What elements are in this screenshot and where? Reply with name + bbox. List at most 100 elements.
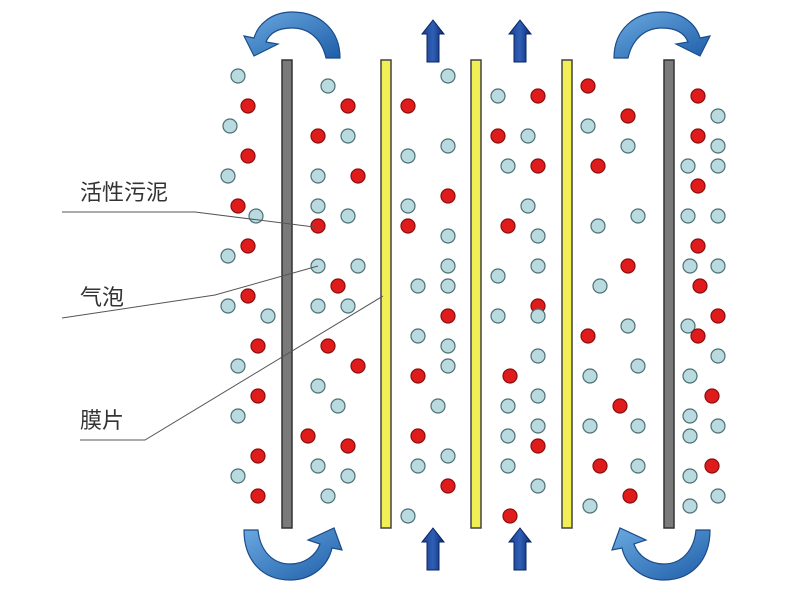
air-bubble bbox=[630, 208, 646, 224]
air-bubble bbox=[530, 388, 546, 404]
membrane-sheet-1 bbox=[380, 59, 392, 529]
sludge-particle bbox=[690, 88, 706, 104]
air-bubble bbox=[400, 508, 416, 524]
air-bubble bbox=[620, 318, 636, 334]
air-bubble bbox=[680, 208, 696, 224]
air-bubble bbox=[410, 278, 426, 294]
sludge-particle bbox=[230, 198, 246, 214]
air-bubble bbox=[682, 468, 698, 484]
air-bubble bbox=[530, 228, 546, 244]
sludge-particle bbox=[410, 368, 426, 384]
sludge-particle bbox=[690, 328, 706, 344]
air-bubble bbox=[530, 418, 546, 434]
arrow-up-icon bbox=[507, 527, 533, 571]
leader-line-sludge bbox=[62, 211, 323, 229]
air-bubble bbox=[682, 498, 698, 514]
sludge-particle bbox=[710, 308, 726, 324]
air-bubble bbox=[630, 358, 646, 374]
label-membrane-sheet: 膜片 bbox=[80, 409, 124, 434]
membrane-sheet-3 bbox=[561, 59, 573, 529]
air-bubble bbox=[530, 348, 546, 364]
leader-line-membrane bbox=[80, 295, 384, 441]
air-bubble bbox=[630, 418, 646, 434]
sludge-particle bbox=[350, 358, 366, 374]
air-bubble bbox=[500, 398, 516, 414]
air-bubble bbox=[440, 338, 456, 354]
air-bubble bbox=[340, 298, 356, 314]
air-bubble bbox=[710, 258, 726, 274]
sludge-particle bbox=[340, 438, 356, 454]
sludge-particle bbox=[580, 328, 596, 344]
air-bubble bbox=[520, 128, 536, 144]
air-bubble bbox=[582, 418, 598, 434]
air-bubble bbox=[682, 428, 698, 444]
sludge-particle bbox=[250, 448, 266, 464]
circular-arrow-icon bbox=[243, 527, 343, 581]
air-bubble bbox=[320, 78, 336, 94]
air-bubble bbox=[310, 298, 326, 314]
air-bubble bbox=[592, 278, 608, 294]
air-bubble bbox=[710, 208, 726, 224]
air-bubble bbox=[230, 408, 246, 424]
air-bubble bbox=[220, 168, 236, 184]
air-bubble bbox=[630, 458, 646, 474]
air-bubble bbox=[530, 308, 546, 324]
air-bubble bbox=[230, 68, 246, 84]
air-bubble bbox=[590, 218, 606, 234]
sludge-particle bbox=[240, 148, 256, 164]
air-bubble bbox=[710, 108, 726, 124]
air-bubble bbox=[230, 358, 246, 374]
circular-arrow-icon bbox=[242, 11, 341, 59]
sludge-particle bbox=[330, 278, 346, 294]
air-bubble bbox=[410, 458, 426, 474]
air-bubble bbox=[340, 128, 356, 144]
sludge-particle bbox=[240, 98, 256, 114]
arrow-up-icon bbox=[420, 527, 446, 571]
air-bubble bbox=[500, 158, 516, 174]
air-bubble bbox=[710, 418, 726, 434]
baffle-left bbox=[281, 59, 293, 529]
sludge-particle bbox=[612, 398, 628, 414]
sludge-particle bbox=[250, 488, 266, 504]
air-bubble bbox=[682, 408, 698, 424]
sludge-particle bbox=[410, 428, 426, 444]
air-bubble bbox=[220, 248, 236, 264]
sludge-particle bbox=[704, 458, 720, 474]
air-bubble bbox=[430, 398, 446, 414]
particles bbox=[220, 68, 726, 524]
label-air-bubble: 气泡 bbox=[80, 286, 124, 311]
sludge-particle bbox=[530, 438, 546, 454]
sludge-particle bbox=[250, 388, 266, 404]
air-bubble bbox=[530, 258, 546, 274]
air-bubble bbox=[400, 148, 416, 164]
sludge-particle bbox=[690, 128, 706, 144]
sludge-particle bbox=[320, 338, 336, 354]
air-bubble bbox=[440, 228, 456, 244]
sludge-particle bbox=[490, 128, 506, 144]
air-bubble bbox=[530, 478, 546, 494]
air-bubble bbox=[580, 118, 596, 134]
air-bubble bbox=[320, 488, 336, 504]
air-bubble bbox=[330, 398, 346, 414]
sludge-particle bbox=[400, 218, 416, 234]
sludge-particle bbox=[690, 238, 706, 254]
air-bubble bbox=[500, 458, 516, 474]
air-bubble bbox=[582, 368, 598, 384]
arrow-up-icon bbox=[507, 19, 533, 63]
air-bubble bbox=[260, 308, 276, 324]
sludge-particle bbox=[440, 308, 456, 324]
sludge-particle bbox=[300, 428, 316, 444]
air-bubble bbox=[222, 118, 238, 134]
sludge-particle bbox=[440, 478, 456, 494]
sludge-particle bbox=[500, 218, 516, 234]
sludge-particle bbox=[590, 158, 606, 174]
sludge-particle bbox=[310, 128, 326, 144]
air-bubble bbox=[440, 68, 456, 84]
sludge-particle bbox=[502, 508, 518, 524]
air-bubble bbox=[520, 198, 536, 214]
sludge-particle bbox=[620, 258, 636, 274]
air-bubble bbox=[230, 468, 246, 484]
sludge-particle bbox=[310, 218, 326, 234]
air-bubble bbox=[248, 208, 264, 224]
